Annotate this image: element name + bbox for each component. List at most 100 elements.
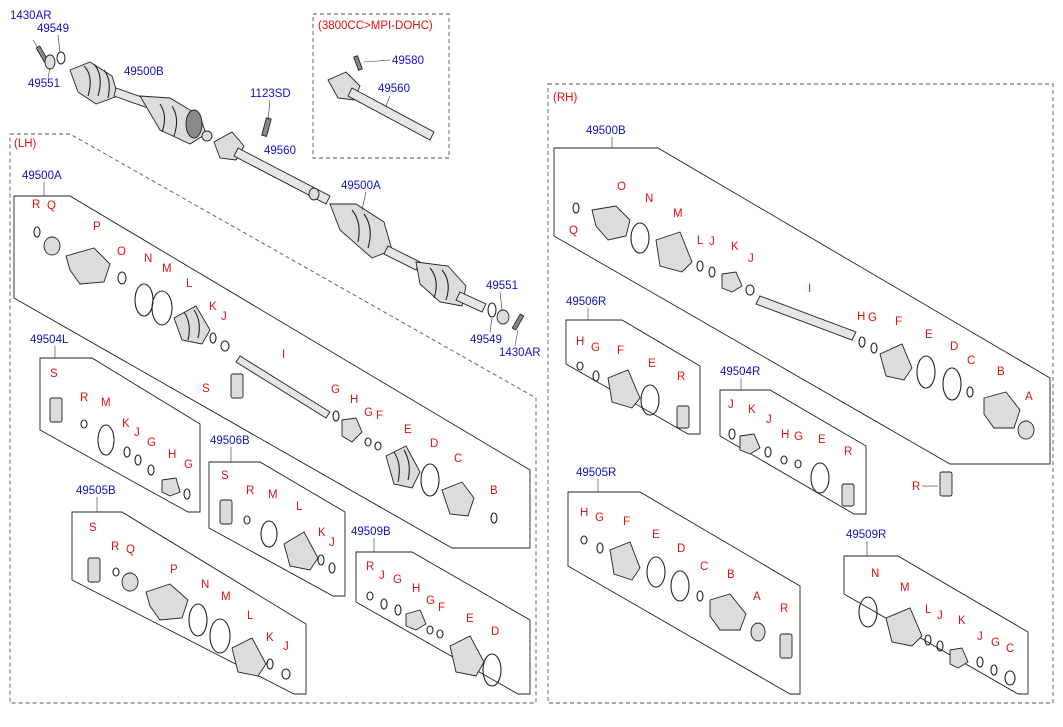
lh-504-letter-h: H — [168, 449, 176, 461]
lh-509-letter-e: E — [466, 613, 474, 625]
lh-505-letter-p: P — [170, 564, 178, 576]
label-1123sd: 1123SD — [250, 88, 291, 100]
rh-509-letter-c: C — [1006, 643, 1014, 655]
lh-kit-a-letter-g1: G — [331, 384, 340, 396]
label-49551-top: 49551 — [28, 78, 60, 90]
kit-49505r-parts — [580, 535, 793, 659]
kit-49500a-parts — [33, 226, 498, 524]
lh-kit-a-letter-f: F — [376, 410, 383, 422]
rh-504-letter-h: H — [781, 429, 789, 441]
kit-49500b-rh-parts — [572, 202, 1035, 440]
rh-506-letter-h: H — [576, 336, 584, 348]
rh-kit-b-letter-a: A — [1025, 391, 1033, 403]
lh-504-letter-g2: G — [184, 459, 193, 471]
lh-506-letter-m: M — [268, 489, 278, 501]
label-49505r: 49505R — [576, 467, 616, 479]
rh-505-letter-a: A — [753, 591, 761, 603]
lh-509-letter-g2: G — [426, 595, 435, 607]
rh-506-letter-f: F — [617, 345, 624, 357]
rh-509-letter-j2: J — [977, 631, 983, 643]
lh-509-letter-j: J — [379, 570, 385, 582]
label-49509b: 49509B — [351, 526, 391, 538]
assembly-49500a-main — [329, 203, 525, 331]
lh-505-letter-q: Q — [126, 544, 135, 556]
rh-504-letter-g: G — [794, 431, 803, 443]
label-49504l: 49504L — [30, 334, 69, 346]
rh-505-letter-c: C — [700, 561, 708, 573]
lh-506-letter-r: R — [246, 485, 254, 497]
lh-kit-a-letter-g2: G — [364, 407, 373, 419]
label-49580: 49580 — [392, 55, 424, 67]
rh-kit-b-letter-q: Q — [569, 225, 578, 237]
rh-kit-b-letter-d: D — [950, 341, 958, 353]
lh-kit-a-letter-d: D — [430, 438, 438, 450]
label-49500a-kit: 49500A — [22, 170, 62, 182]
label-49506b: 49506B — [210, 435, 250, 447]
label-49506r: 49506R — [566, 296, 606, 308]
rh-kit-b-letter-b: B — [997, 366, 1005, 378]
label-49560-alt: 49560 — [378, 83, 410, 95]
rh-509-letter-j1: J — [937, 610, 943, 622]
kit-49504r-parts — [728, 428, 855, 507]
assembly-49560-alt — [327, 55, 435, 141]
lh-kit-a-letter-q: Q — [47, 200, 56, 212]
lh-505-letter-k: K — [266, 632, 274, 644]
label-49500b-top: 49500B — [124, 66, 164, 78]
label-49500a-main: 49500A — [341, 180, 381, 192]
rh-509-letter-g: G — [991, 637, 1000, 649]
lh-kit-a-letter-c: C — [454, 453, 462, 465]
rh-kit-b-letter-o: O — [617, 181, 626, 193]
lh-kit-a-letter-i: I — [282, 349, 285, 361]
rh-505-letter-e: E — [652, 529, 660, 541]
label-1430ar-top: 1430AR — [10, 10, 52, 22]
lh-kit-a-letter-m: M — [162, 263, 172, 275]
rh-506-letter-g: G — [591, 342, 600, 354]
lh-kit-a-letter-o: O — [117, 246, 126, 258]
lh-509-letter-d: D — [491, 626, 499, 638]
rh-504-letter-r: R — [844, 446, 852, 458]
center-shaft-assembly — [213, 117, 331, 205]
rh-kit-b-letter-f: F — [895, 316, 902, 328]
lh-509-letter-r: R — [366, 561, 374, 573]
lh-504-letter-r: R — [80, 392, 88, 404]
rh-506-letter-e: E — [648, 358, 656, 370]
kit-49506r-parts — [576, 361, 690, 429]
rh-loose-part-r — [939, 471, 953, 497]
lh-label: (LH) — [14, 138, 37, 150]
lh-506-letter-l: L — [296, 501, 303, 513]
lh-505-letter-s: S — [89, 522, 97, 534]
label-49509r: 49509R — [846, 529, 886, 541]
lh-505-letter-l: L — [247, 610, 254, 622]
rh-505-letter-f: F — [623, 516, 630, 528]
lh-kit-a-letter-n: N — [144, 253, 152, 265]
kit-49505b-parts — [87, 557, 291, 680]
rh-504-letter-j1: J — [728, 399, 734, 411]
lh-kit-a-letter-e: E — [404, 424, 412, 436]
lh-kit-a-letter-s: S — [202, 383, 210, 395]
kit-49509r-parts — [858, 596, 1016, 686]
lh-kit-a-letter-h: H — [350, 394, 358, 406]
rh-kit-b-letter-i: I — [808, 283, 811, 295]
rh-kit-b-letter-k: K — [731, 241, 739, 253]
lh-505-letter-m: M — [221, 591, 231, 603]
rh-505-letter-d: D — [677, 543, 685, 555]
kit-49506b-parts — [219, 499, 336, 574]
rh-kit-b-letter-h: H — [857, 311, 865, 323]
label-49504r: 49504R — [720, 366, 760, 378]
rh-509-letter-l: L — [925, 604, 932, 616]
rh-506-letter-r: R — [677, 371, 685, 383]
assembly-49500b-top — [32, 39, 213, 145]
lh-kit-a-letter-l: L — [186, 278, 193, 290]
variant-note: (3800CC>MPI-DOHC) — [318, 20, 433, 32]
lh-505-letter-r: R — [111, 541, 119, 553]
label-49549-main: 49549 — [470, 334, 502, 346]
kit-49504l-parts — [49, 397, 191, 500]
rh-509-letter-k: K — [958, 615, 966, 627]
rh-509-letter-m: M — [900, 582, 910, 594]
rh-kit-b-letter-l: L — [697, 235, 704, 247]
lh-505-letter-j: J — [283, 641, 289, 653]
rh-kit-b-letter-j2: J — [748, 253, 754, 265]
rh-kit-b-letter-c: C — [967, 355, 975, 367]
label-1430ar-main: 1430AR — [499, 347, 541, 359]
lh-509-letter-h: H — [412, 583, 420, 595]
